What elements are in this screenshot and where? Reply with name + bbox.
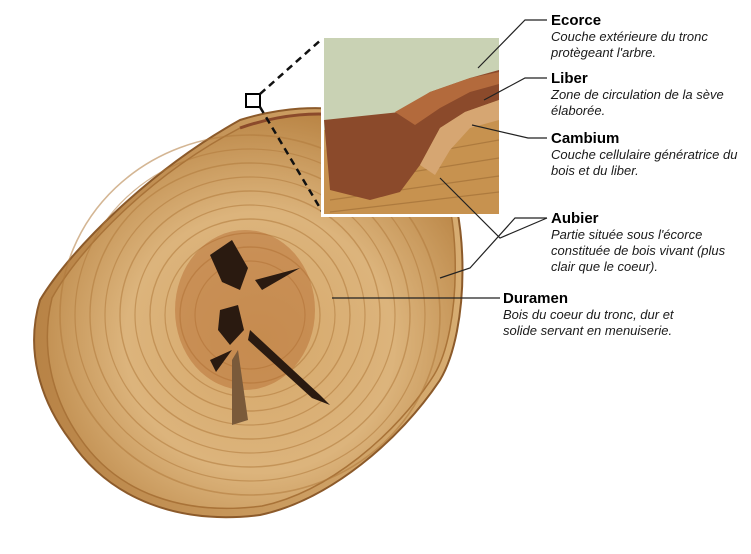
duramen-heartwood (175, 230, 315, 390)
zoom-marker (246, 94, 260, 107)
label-description: Bois du coeur du tronc, dur et solide se… (503, 307, 703, 339)
label-term: Aubier (551, 210, 751, 227)
label-term: Liber (551, 70, 751, 87)
label-aubier: Aubier Partie située sous l'écorce const… (551, 210, 751, 275)
label-description: Couche cellulaire génératrice du bois et… (551, 147, 751, 179)
label-description: Couche extérieure du tronc protègeant l'… (551, 29, 751, 61)
label-term: Duramen (503, 290, 703, 307)
label-term: Ecorce (551, 12, 751, 29)
label-description: Zone de circulation de la sève élaborée. (551, 87, 751, 119)
label-duramen: Duramen Bois du coeur du tronc, dur et s… (503, 290, 703, 339)
label-liber: Liber Zone de circulation de la sève éla… (551, 70, 751, 119)
label-description: Partie située sous l'écorce constituée d… (551, 227, 751, 275)
label-ecorce: Ecorce Couche extérieure du tronc protèg… (551, 12, 751, 61)
label-cambium: Cambium Couche cellulaire génératrice du… (551, 130, 751, 179)
label-term: Cambium (551, 130, 751, 147)
